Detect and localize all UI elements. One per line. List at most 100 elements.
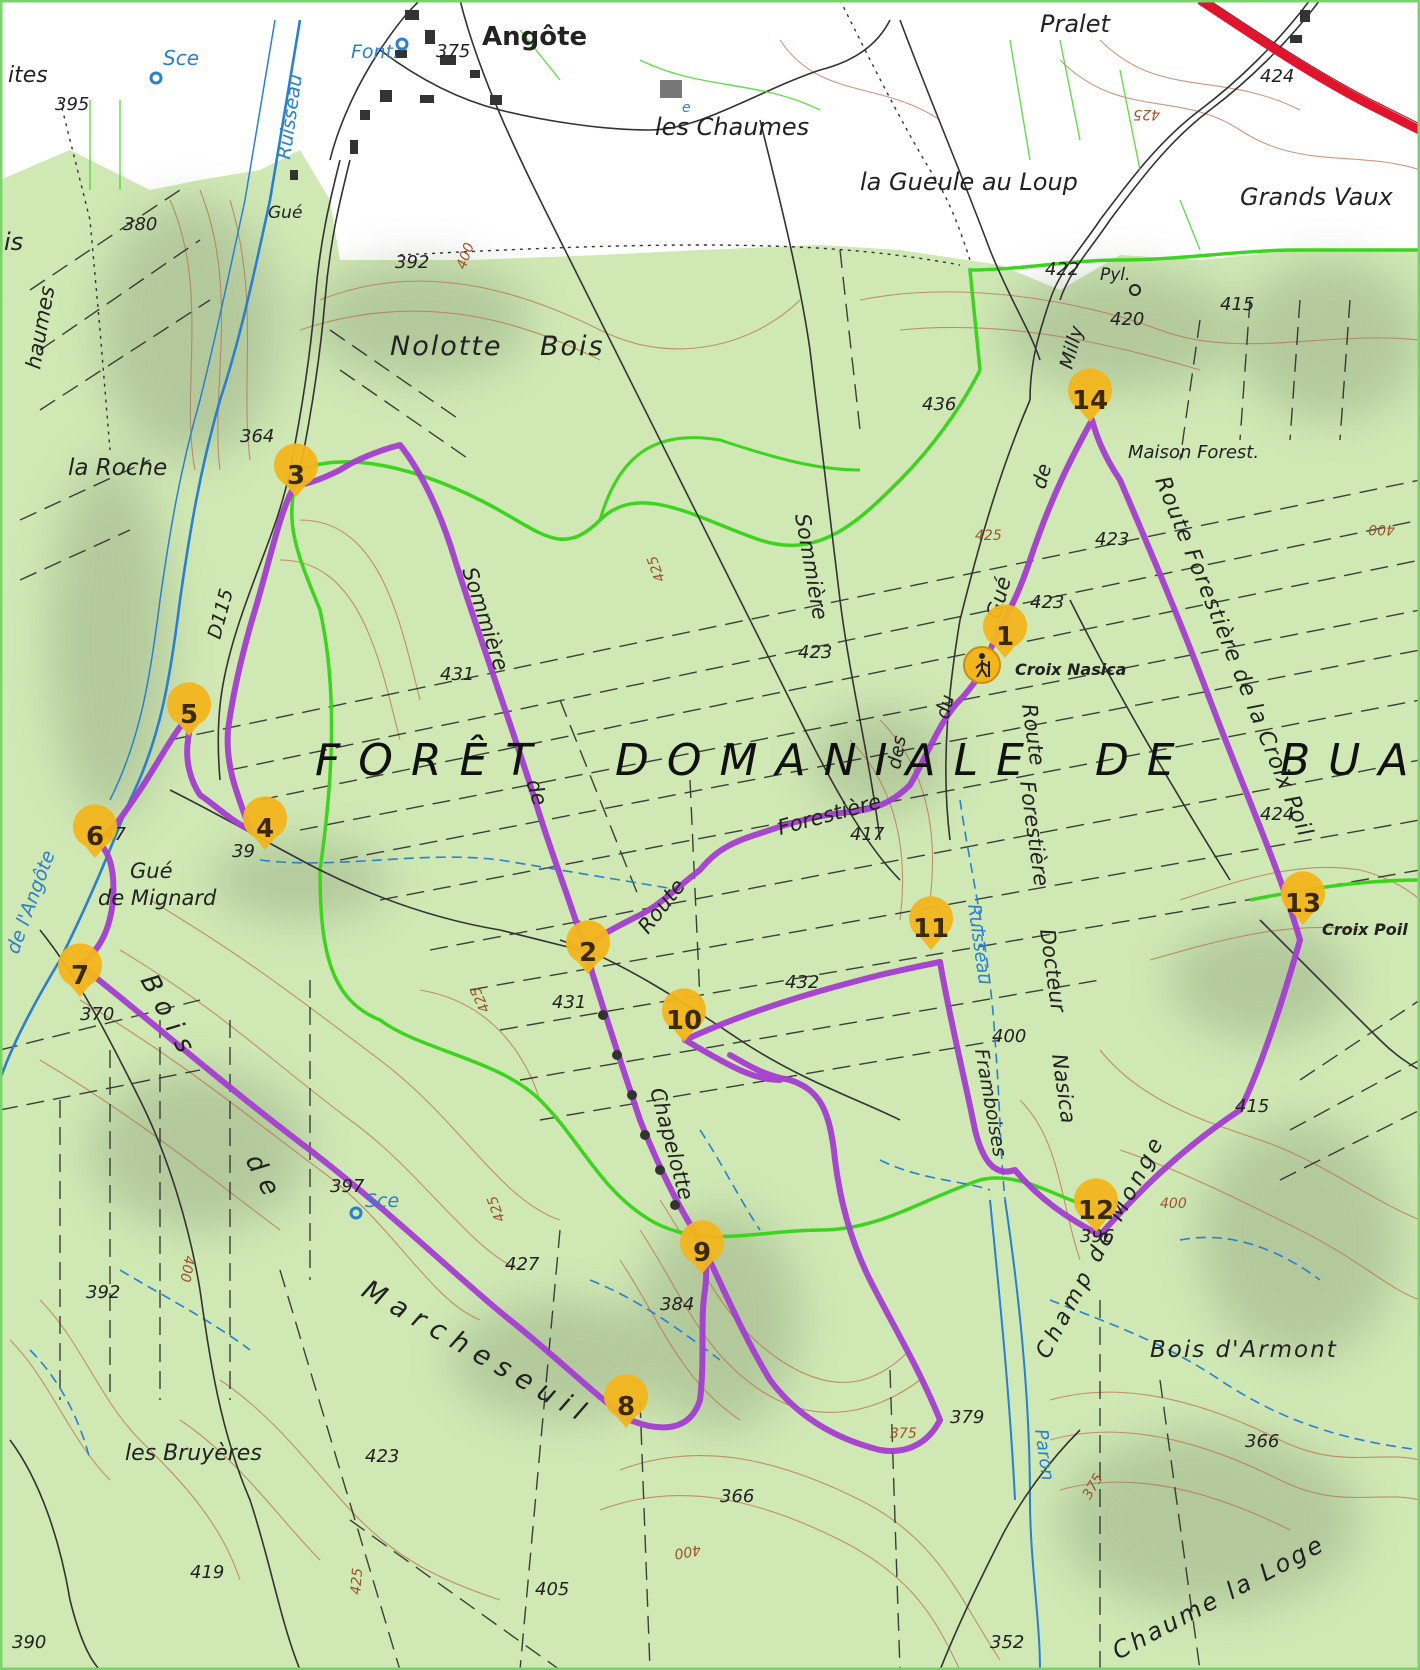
forest-boundary xyxy=(289,248,1420,1239)
village-buildings xyxy=(290,10,1310,180)
water-label: Sce xyxy=(365,1190,399,1212)
contour-lines xyxy=(9,39,1420,1670)
place-label: Pyl. xyxy=(1100,265,1130,285)
waypoint-number: 4 xyxy=(256,814,274,844)
footpaths xyxy=(59,0,971,451)
waypoint-13[interactable]: 13 xyxy=(1281,871,1325,925)
altitude-labels: 375 395 380 392 364 436 423 423 423 431 … xyxy=(12,41,1294,1653)
altitude-label: 375 xyxy=(890,1426,917,1442)
waypoint-5[interactable]: 5 xyxy=(167,682,211,736)
waypoint-10[interactable]: 10 xyxy=(662,988,706,1042)
place-label: Maison Forest. xyxy=(1128,442,1259,463)
altitude-label: 423 xyxy=(1095,529,1129,550)
altitude-label: 415 xyxy=(1235,1096,1269,1117)
waypoint-number: 10 xyxy=(666,1006,702,1036)
forest-title-word-4: BUAI xyxy=(1280,735,1420,786)
waypoint-number: 11 xyxy=(913,914,949,944)
waypoint-pin-icon xyxy=(566,920,610,974)
waypoint-pin-icon xyxy=(909,896,953,950)
contour-label: 400 xyxy=(176,1254,196,1283)
place-label: les Bruyères xyxy=(125,1441,262,1466)
waypoint-number: 5 xyxy=(180,700,198,730)
waypoint-number: 1 xyxy=(996,622,1014,652)
altitude-label: 405 xyxy=(535,1579,569,1600)
place-label: ites xyxy=(8,63,48,88)
stream-dashes xyxy=(29,799,1420,1461)
waypoint-8[interactable]: 8 xyxy=(604,1374,648,1428)
waypoint-pin-icon xyxy=(58,943,102,997)
altitude-label: 400 xyxy=(992,1026,1026,1047)
altitude-label: 436 xyxy=(922,394,956,415)
contour-label: 425 xyxy=(348,1567,366,1595)
waypoint-12[interactable]: 12 xyxy=(1074,1178,1118,1232)
place-label: Gué xyxy=(130,859,173,883)
contour-label: 425 xyxy=(1133,106,1160,122)
altitude-label: 432 xyxy=(785,972,819,993)
major-road-edge xyxy=(1208,0,1420,125)
place-label: Croix Nasica xyxy=(1015,660,1126,679)
altitude-label: 366 xyxy=(1245,1431,1279,1452)
altitude-label: 396 xyxy=(1080,1226,1114,1247)
waypoint-pin-icon xyxy=(1068,368,1112,422)
altitude-label: 380 xyxy=(123,214,157,235)
place-label: la Roche xyxy=(68,455,167,481)
place-label: Bois d'Armont xyxy=(1150,1337,1338,1363)
waypoint-number: 3 xyxy=(287,461,305,491)
waypoint-pin-icon xyxy=(1074,1178,1118,1232)
altitude-label: 392 xyxy=(86,1282,120,1303)
waypoint-number: 9 xyxy=(693,1238,711,1268)
waypoint-pin-icon xyxy=(1281,871,1325,925)
altitude-label: 352 xyxy=(990,1632,1024,1653)
waypoint-11[interactable]: 11 xyxy=(909,896,953,950)
altitude-label: 379 xyxy=(950,1407,984,1428)
spring-symbols xyxy=(149,37,409,1220)
place-label: Grands Vaux xyxy=(1240,183,1394,211)
altitude-label: 424 xyxy=(1260,66,1294,87)
major-road xyxy=(1197,0,1420,135)
water-label: Sce xyxy=(163,46,199,70)
altitude-label: 419 xyxy=(190,1562,224,1583)
route-markers xyxy=(598,1010,680,1210)
altitude-label: 423 xyxy=(798,642,832,663)
forest-title: FORÊT DOMANIALE DE BUAI xyxy=(315,733,1420,786)
waypoint-pin-icon xyxy=(274,443,318,497)
waypoint-number: 14 xyxy=(1072,386,1108,416)
altitude-label: 364 xyxy=(240,426,274,447)
altitude-label: 392 xyxy=(395,252,429,273)
forest-boundary-2 xyxy=(598,436,861,521)
waypoint-1[interactable]: 1 xyxy=(983,604,1027,658)
waypoint-pin-icon xyxy=(604,1374,648,1428)
waypoint-pin-icon xyxy=(243,796,287,850)
altitude-label: 431 xyxy=(552,992,586,1013)
altitude-label: 420 xyxy=(1110,309,1144,330)
forest-title-word-1: FORÊT xyxy=(315,733,550,786)
waypoint-3[interactable]: 3 xyxy=(274,443,318,497)
altitude-label: 422 xyxy=(1045,259,1079,280)
waypoint-6[interactable]: 6 xyxy=(73,804,117,858)
place-label: Pralet xyxy=(1040,10,1111,38)
waypoint-7[interactable]: 7 xyxy=(58,943,102,997)
altitude-label: 431 xyxy=(440,664,474,685)
altitude-label: 423 xyxy=(365,1446,399,1467)
green-hedges xyxy=(89,29,1201,251)
waypoint-number: 13 xyxy=(1285,889,1321,919)
waypoint-number: 6 xyxy=(86,822,104,852)
pylon-symbol xyxy=(1129,284,1141,296)
place-label: is xyxy=(4,228,23,256)
altitude-label: 417 xyxy=(850,824,885,845)
altitude-label: 39 xyxy=(232,841,255,862)
altitude-label: 395 xyxy=(55,94,89,115)
contour-label: 425 xyxy=(975,528,1002,544)
forest-area xyxy=(0,150,1420,1670)
forest-title-word-2: DOMANIALE xyxy=(615,735,1042,786)
waypoint-4[interactable]: 4 xyxy=(243,796,287,850)
place-label: Gué xyxy=(268,203,302,223)
waypoint-2[interactable]: 2 xyxy=(566,920,610,974)
waypoint-14[interactable]: 14 xyxy=(1068,368,1112,422)
place-label: Angôte xyxy=(482,22,587,52)
waypoint-pin-icon xyxy=(167,682,211,736)
waypoint-9[interactable]: 9 xyxy=(680,1220,724,1274)
